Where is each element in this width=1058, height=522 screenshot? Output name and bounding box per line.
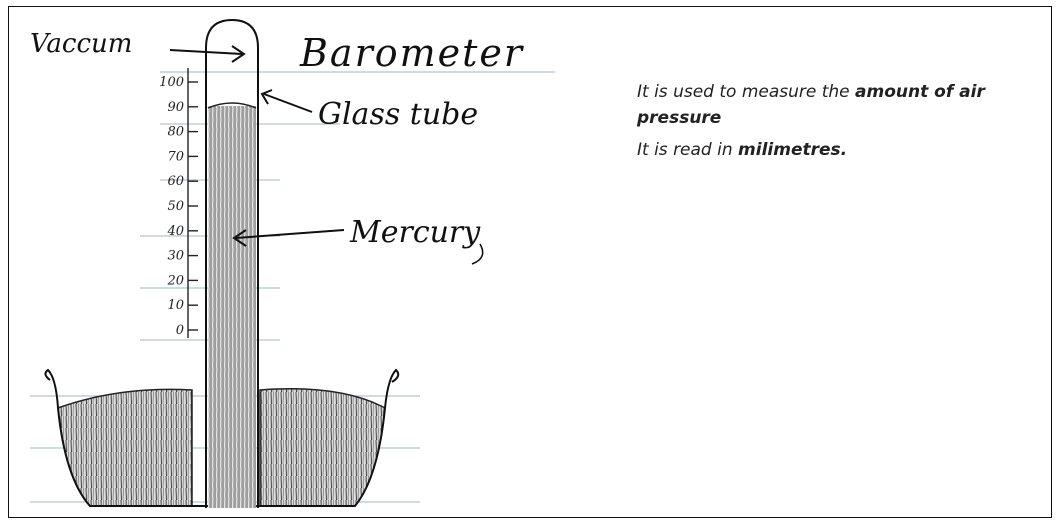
mercury-column bbox=[208, 106, 256, 508]
vacuum-label: Vaccum bbox=[30, 29, 132, 59]
scale-tick-label: 0 bbox=[176, 323, 184, 338]
scale-tick-label: 50 bbox=[167, 199, 184, 214]
scale-tick-label: 100 bbox=[159, 75, 184, 90]
glass-tube-arrow bbox=[262, 90, 312, 112]
scale-tick-label: 10 bbox=[167, 298, 184, 313]
scale-tick-label: 90 bbox=[167, 100, 184, 115]
info-units-text: It is read in bbox=[637, 140, 738, 160]
glass-tube-label: Glass tube bbox=[318, 97, 478, 132]
scale-tick-label: 40 bbox=[166, 224, 184, 239]
glass-tube bbox=[206, 20, 258, 508]
info-purpose-text: It is used to measure the bbox=[637, 82, 855, 102]
mercury-label: Mercury bbox=[349, 215, 481, 250]
info-units-emphasis: milimetres. bbox=[738, 140, 847, 160]
scale-tick-label: 30 bbox=[167, 249, 184, 264]
scale-tick-label: 70 bbox=[167, 149, 184, 164]
info-panel: It is used to measure the amount of air … bbox=[637, 79, 1047, 163]
scale-tick-label: 80 bbox=[167, 125, 184, 140]
info-line-units: It is read in milimetres. bbox=[637, 137, 1047, 163]
scale-tick-label: 60 bbox=[167, 174, 184, 189]
diagram-title: Barometer bbox=[299, 31, 525, 75]
scale-tick-label: 20 bbox=[166, 273, 184, 288]
info-line-purpose: It is used to measure the amount of air … bbox=[637, 79, 1047, 131]
